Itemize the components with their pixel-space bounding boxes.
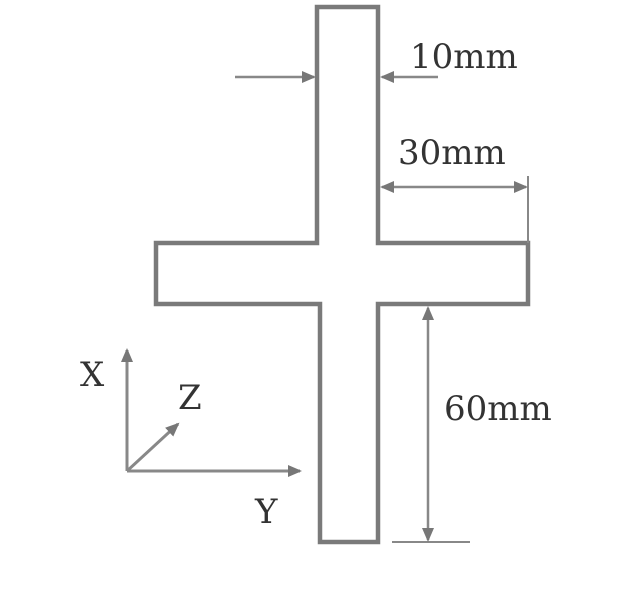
lower-length-label: 60mm — [444, 389, 552, 429]
thickness-label: 10mm — [410, 37, 518, 77]
arm-length-dimension: 30mm — [380, 133, 529, 243]
cross-profile-outline — [153, 4, 531, 545]
lower-length-dimension: 60mm — [392, 306, 552, 543]
arm-length-label: 30mm — [398, 133, 506, 173]
coordinate-axes: X Z Y — [80, 348, 302, 532]
x-axis-label: X — [80, 355, 105, 395]
y-axis-label: Y — [254, 492, 278, 532]
z-axis-arrow — [125, 422, 180, 473]
thickness-dimension: 10mm — [235, 37, 518, 83]
z-axis-label: Z — [178, 378, 202, 418]
